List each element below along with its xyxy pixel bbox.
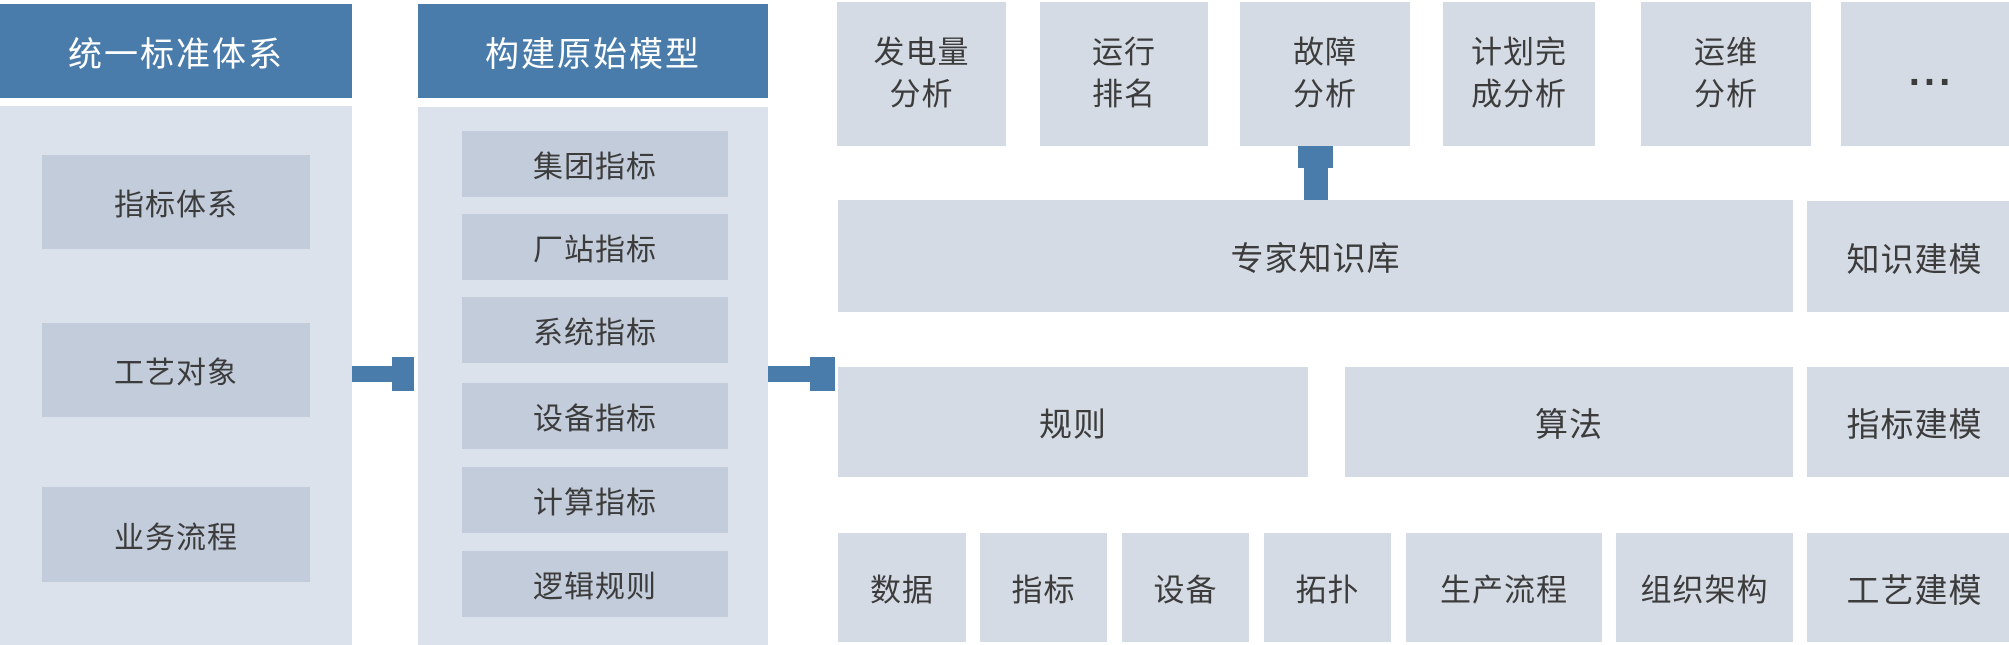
knowledge-modeling-label: 知识建模: [1846, 239, 1983, 279]
model-title: 构建原始模型: [485, 34, 701, 75]
ellipsis-label: ...: [1908, 55, 1954, 93]
element-label: 生产流程: [1440, 573, 1568, 609]
model-item-label: 集团指标: [533, 150, 657, 185]
expert-knowledge-label: 专家知识库: [1230, 239, 1401, 278]
model-item-label: 厂站指标: [533, 233, 657, 268]
element-box-org-structure: 组织架构: [1616, 533, 1793, 642]
analysis-box-operation-ranking: 运行 排名: [1040, 2, 1208, 146]
model-item-label: 设备指标: [533, 402, 657, 437]
expert-knowledge-box: 专家知识库: [838, 200, 1793, 312]
element-box-equipment: 设备: [1122, 533, 1249, 642]
element-label: 拓扑: [1295, 573, 1360, 609]
standards-item-process-object: 工艺对象: [42, 323, 310, 417]
standards-title: 统一标准体系: [68, 34, 284, 75]
analysis-box-maintenance: 运维 分析: [1641, 2, 1811, 146]
model-item-logic-rule: 逻辑规则: [462, 551, 728, 617]
analysis-label: 发电量 分析: [873, 35, 970, 113]
element-label: 数据: [870, 573, 934, 609]
standards-item-business-flow: 业务流程: [42, 487, 310, 582]
model-item-equipment-indicator: 设备指标: [462, 383, 728, 449]
analysis-label: 运行 排名: [1092, 35, 1156, 113]
analysis-box-more: ...: [1841, 2, 2009, 146]
indicator-modeling-label: 指标建模: [1846, 405, 1983, 444]
rules-box: 规则: [838, 367, 1308, 477]
process-modeling-label: 工艺建模: [1846, 570, 1983, 610]
element-label: 指标: [1011, 573, 1076, 609]
model-item-plant-indicator: 厂站指标: [462, 214, 728, 280]
algorithm-label: 算法: [1535, 405, 1603, 444]
standards-item-label: 工艺对象: [114, 356, 238, 391]
analysis-box-fault-analysis: 故障 分析: [1240, 2, 1410, 146]
model-item-group-indicator: 集团指标: [462, 131, 728, 197]
analysis-box-power-generation: 发电量 分析: [837, 2, 1006, 146]
model-item-calc-indicator: 计算指标: [462, 467, 728, 533]
analysis-label: 计划完 成分析: [1471, 35, 1567, 113]
model-item-label: 计算指标: [533, 486, 657, 521]
element-label: 设备: [1153, 573, 1218, 609]
element-box-indicator: 指标: [980, 533, 1107, 642]
process-modeling-box: 工艺建模: [1807, 533, 2009, 642]
model-header: 构建原始模型: [418, 4, 768, 98]
standards-header: 统一标准体系: [0, 4, 352, 98]
analysis-box-plan-completion: 计划完 成分析: [1443, 2, 1595, 146]
element-label: 组织架构: [1640, 573, 1769, 609]
analysis-label: 故障 分析: [1293, 35, 1357, 113]
rules-label: 规则: [1039, 405, 1107, 444]
model-item-label: 系统指标: [533, 316, 657, 351]
knowledge-modeling-box: 知识建模: [1807, 201, 2009, 312]
standards-item-indicator-system: 指标体系: [42, 155, 310, 249]
indicator-modeling-box: 指标建模: [1807, 367, 2009, 477]
model-item-system-indicator: 系统指标: [462, 297, 728, 363]
model-item-label: 逻辑规则: [533, 570, 657, 605]
algorithm-box: 算法: [1345, 367, 1793, 477]
element-box-production-flow: 生产流程: [1406, 533, 1602, 642]
analysis-label: 运维 分析: [1694, 35, 1758, 113]
standards-item-label: 业务流程: [114, 520, 238, 556]
element-box-data: 数据: [838, 533, 966, 642]
element-box-topology: 拓扑: [1264, 533, 1391, 642]
standards-item-label: 指标体系: [114, 188, 238, 223]
